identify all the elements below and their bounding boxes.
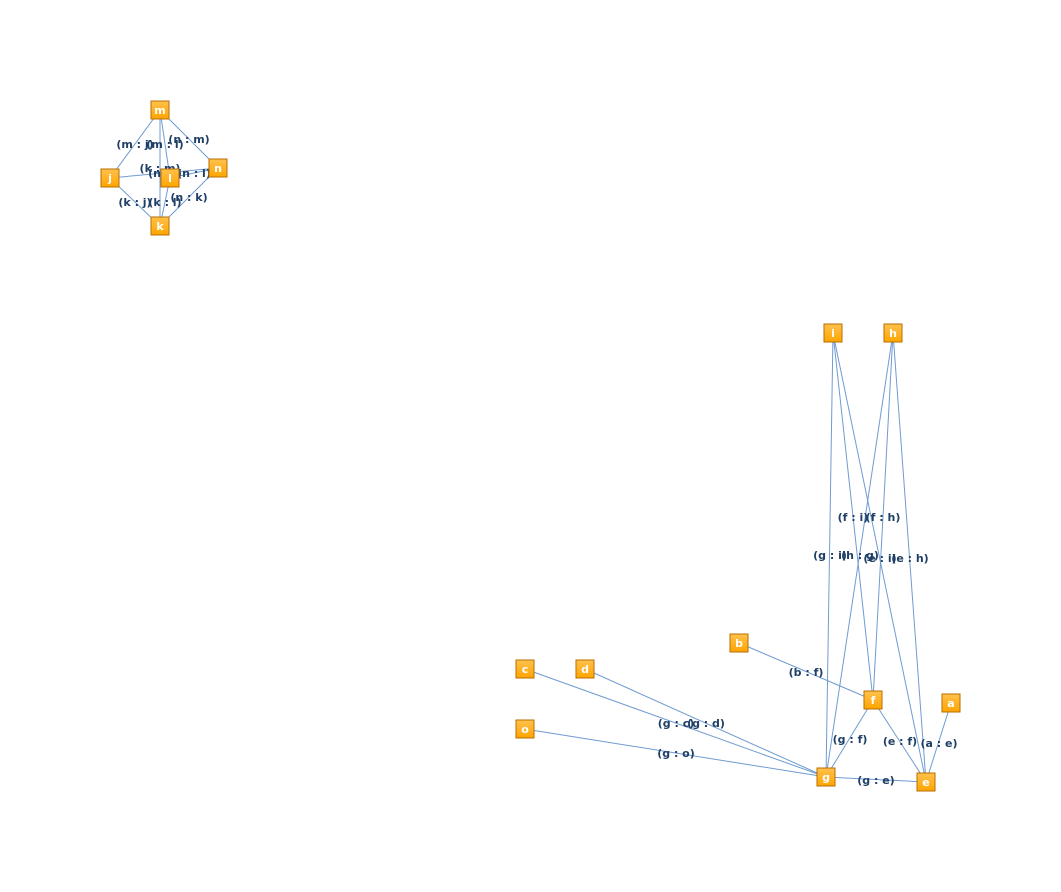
edge-label-g-i: (g : i) (813, 549, 847, 562)
edge-n-k[interactable] (159, 167, 219, 227)
edge-e-f[interactable] (872, 699, 927, 783)
edge-h-g[interactable] (825, 332, 894, 778)
node-box-d[interactable] (575, 659, 595, 679)
edge-label-f-i: (f : i) (838, 511, 869, 524)
node-l[interactable]: l (160, 168, 180, 188)
edge-label-g-d: (g : d) (687, 717, 725, 730)
node-label-f: f (871, 694, 876, 707)
edge-label-e-f: (e : f) (883, 735, 917, 748)
node-box-l[interactable] (160, 168, 180, 188)
node-label-b: b (735, 637, 743, 650)
edge-label-g-c: (g : c) (658, 717, 695, 730)
node-g[interactable]: g (816, 767, 836, 787)
edge-label-b-f: (b : f) (789, 666, 824, 679)
edge-label-f-h: (f : h) (866, 511, 901, 524)
edge-a-e[interactable] (925, 702, 952, 783)
node-label-g: g (822, 771, 830, 784)
edge-label-k-j: (k : j) (118, 196, 151, 209)
node-box-b[interactable] (729, 633, 749, 653)
edge-label-n-k: (n : k) (170, 191, 207, 204)
node-label-a: a (947, 697, 954, 710)
node-box-e[interactable] (916, 772, 936, 792)
node-label-d: d (581, 663, 589, 676)
node-box-m[interactable] (150, 100, 170, 120)
node-box-c[interactable] (515, 659, 535, 679)
edges-layer (109, 109, 952, 783)
edge-label-m-j: (m : j) (116, 138, 153, 151)
node-label-n: n (214, 162, 222, 175)
edge-g-c[interactable] (524, 668, 827, 778)
edge-label-g-f: (g : f) (833, 733, 868, 746)
node-k[interactable]: k (150, 216, 170, 236)
edge-label-g-o: (g : o) (657, 747, 695, 760)
node-box-i[interactable] (823, 323, 843, 343)
node-m[interactable]: m (150, 100, 170, 120)
edge-label-n-m: (n : m) (168, 133, 209, 146)
node-e[interactable]: e (916, 772, 936, 792)
edge-g-f[interactable] (825, 699, 874, 778)
edge-label-e-h: (e : h) (891, 552, 928, 565)
node-label-l: l (168, 172, 172, 185)
node-box-a[interactable] (941, 693, 961, 713)
node-box-o[interactable] (515, 719, 535, 739)
node-label-m: m (154, 104, 165, 117)
edge-g-o[interactable] (524, 728, 827, 778)
edge-g-d[interactable] (584, 668, 827, 778)
node-label-h: h (889, 327, 897, 340)
node-f[interactable]: f (863, 690, 883, 710)
edge-label-m-l: (m : l) (146, 138, 183, 151)
node-label-i: i (831, 327, 835, 340)
node-label-o: o (521, 723, 529, 736)
node-box-j[interactable] (100, 168, 120, 188)
node-o[interactable]: o (515, 719, 535, 739)
node-box-f[interactable] (863, 690, 883, 710)
node-a[interactable]: a (941, 693, 961, 713)
edge-e-i[interactable] (832, 332, 927, 783)
node-h[interactable]: h (883, 323, 903, 343)
edge-f-i[interactable] (832, 332, 874, 701)
edge-label-a-e: (a : e) (921, 737, 958, 750)
edge-label-k-l: (k : l) (148, 196, 181, 209)
edge-m-j[interactable] (109, 109, 161, 179)
edge-b-f[interactable] (738, 642, 874, 701)
edge-label-e-i: (e : i) (863, 552, 896, 565)
node-label-c: c (522, 663, 529, 676)
edge-label-h-g: (h : g) (841, 549, 879, 562)
node-b[interactable]: b (729, 633, 749, 653)
edge-n-m[interactable] (159, 109, 219, 169)
edge-label-n-l: (n : l) (177, 167, 211, 180)
node-n[interactable]: n (208, 158, 228, 178)
node-j[interactable]: j (100, 168, 120, 188)
nodes-layer: m j l n k i h b c d o f a g e (100, 100, 961, 792)
edge-g-e[interactable] (825, 776, 927, 783)
node-label-e: e (922, 776, 929, 789)
node-label-j: j (107, 172, 112, 185)
edge-e-h[interactable] (892, 332, 927, 783)
node-d[interactable]: d (575, 659, 595, 679)
edge-m-l[interactable] (159, 109, 171, 179)
node-box-h[interactable] (883, 323, 903, 343)
edge-label-g-e: (g : e) (857, 774, 894, 787)
node-c[interactable]: c (515, 659, 535, 679)
edge-g-i[interactable] (825, 332, 834, 778)
edge-f-h[interactable] (872, 332, 894, 701)
node-box-n[interactable] (208, 158, 228, 178)
node-box-k[interactable] (150, 216, 170, 236)
node-box-g[interactable] (816, 767, 836, 787)
node-label-k: k (156, 220, 164, 233)
node-i[interactable]: i (823, 323, 843, 343)
